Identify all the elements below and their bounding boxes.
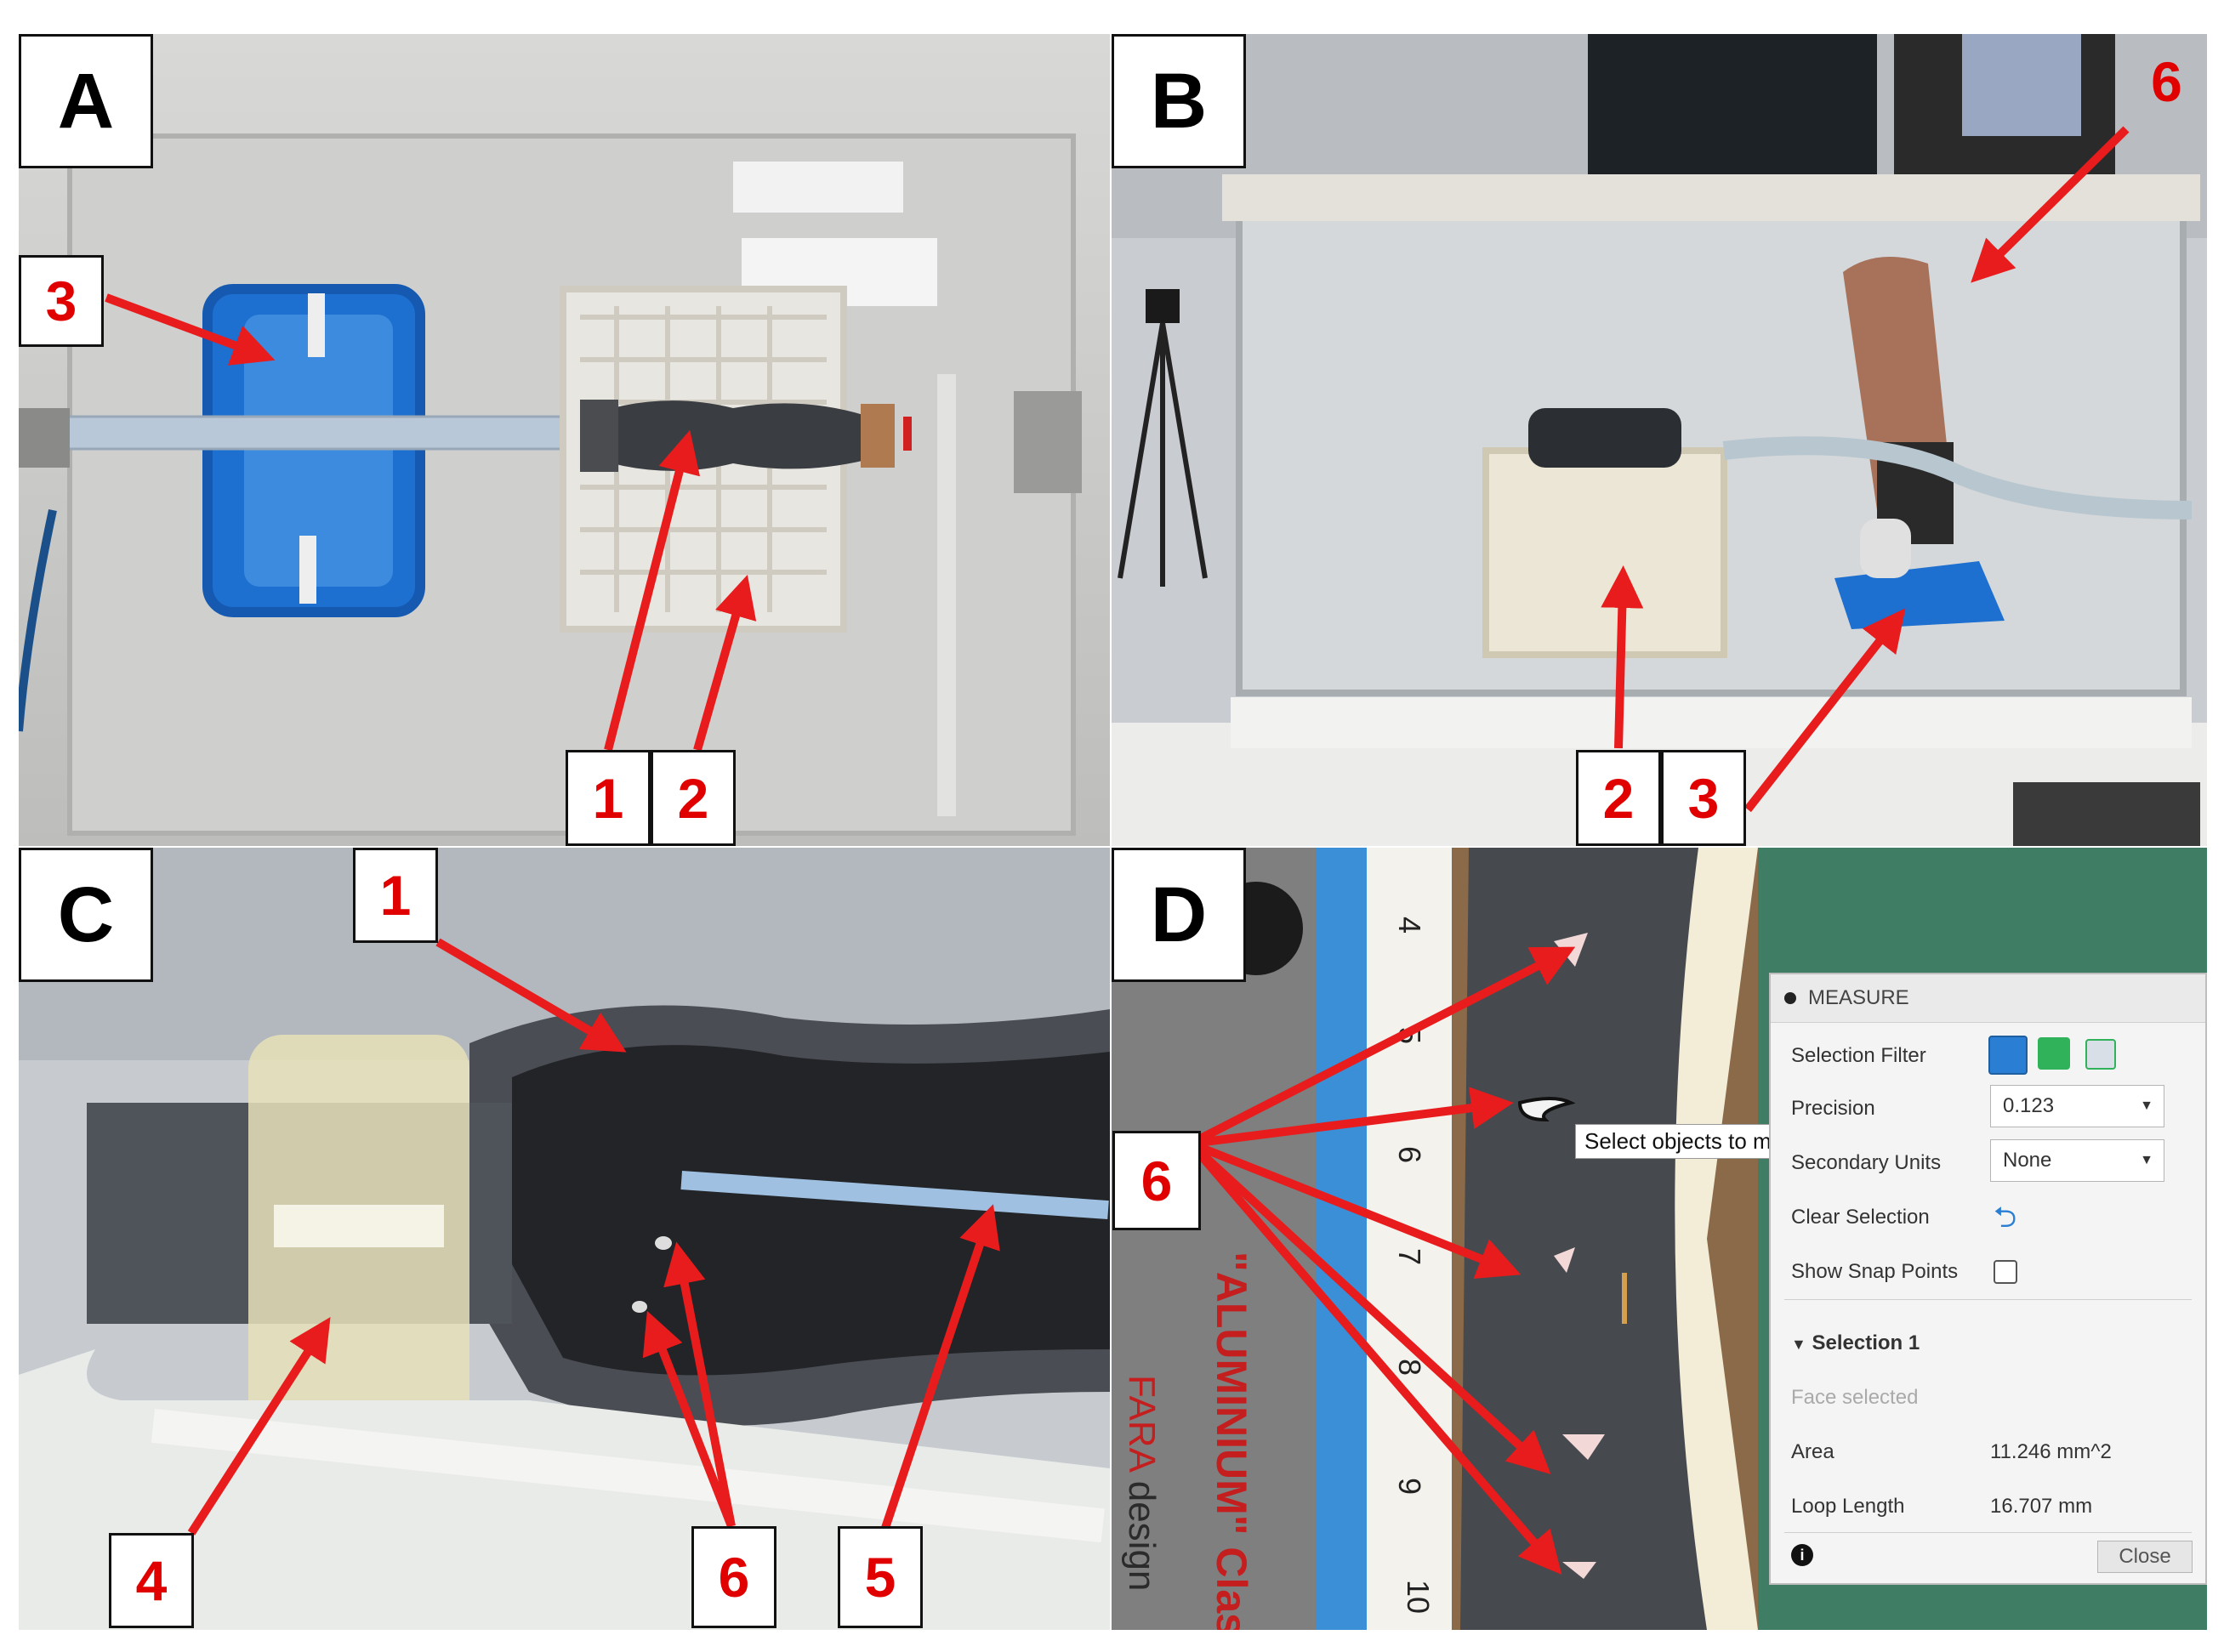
ruler-number: 5 (1392, 1026, 1428, 1045)
panel-label-d: D (1112, 848, 1246, 982)
chevron-down-icon: ▼ (2140, 1153, 2153, 1167)
ruler-brand-text: FARA design (1120, 1375, 1163, 1591)
ruler-number: 4 (1392, 916, 1428, 934)
label-2: 2 (1576, 750, 1661, 846)
chevron-down-icon: ▼ (2140, 1098, 2153, 1113)
ruler-brand: FARA (1121, 1375, 1163, 1471)
label-1: 1 (566, 750, 651, 846)
selection-heading: Selection 1 (1812, 1331, 1920, 1354)
ruler-number: 9 (1392, 1477, 1428, 1496)
label-2: 2 (651, 750, 736, 846)
undo-icon[interactable]: ⮌ (1994, 1201, 2017, 1234)
label-3: 3 (19, 255, 104, 347)
ruler-number: 6 (1392, 1145, 1428, 1164)
panel-b-photo (1112, 34, 2207, 846)
precision-label: Precision (1791, 1097, 1875, 1120)
label-5: 5 (838, 1526, 923, 1628)
secondary-units-select[interactable]: None ▼ (1990, 1139, 2164, 1182)
label-1: 1 (353, 848, 438, 943)
divider (1784, 1532, 2192, 1533)
snap-points-checkbox[interactable] (1994, 1260, 2017, 1284)
label-6: 6 (691, 1526, 776, 1628)
selection-section-header[interactable]: ▼ Selection 1 (1791, 1331, 1920, 1355)
panel-a-photo (19, 34, 1110, 846)
info-icon[interactable]: i (1791, 1544, 1813, 1566)
close-button[interactable]: Close (2097, 1541, 2193, 1573)
measure-dialog-title: MEASURE (1808, 986, 1909, 1009)
precision-value: 0.123 (2003, 1094, 2055, 1117)
edge-filter-icon[interactable] (2085, 1039, 2116, 1070)
label-6: 6 (1112, 1131, 1201, 1230)
loop-length-label: Loop Length (1791, 1495, 1905, 1518)
face-selected-text: Face selected (1791, 1386, 1919, 1409)
panel-c-photo (19, 848, 1110, 1630)
secondary-units-label: Secondary Units (1791, 1151, 1942, 1174)
label-3: 3 (1661, 750, 1746, 846)
ruler-number: 7 (1392, 1247, 1428, 1266)
loop-length-value: 16.707 mm (1990, 1495, 2093, 1518)
measure-dialog: MEASURE Selection Filter Precision 0.123… (1769, 973, 2207, 1585)
ruler-number: 8 (1392, 1358, 1428, 1377)
ruler-number: 10 (1401, 1579, 1436, 1615)
precision-select[interactable]: 0.123 ▼ (1990, 1085, 2164, 1127)
selection-filter-label: Selection Filter (1791, 1044, 1926, 1067)
ruler-word: design (1121, 1480, 1163, 1592)
panel-label-a: A (19, 34, 153, 168)
clear-selection-label: Clear Selection (1791, 1206, 1930, 1229)
show-snap-points-label: Show Snap Points (1791, 1260, 1959, 1283)
panel-label-b: B (1112, 34, 1246, 168)
label-4: 4 (109, 1533, 194, 1628)
ruler-product-text: "ALUMINIUM" Clas (1208, 1252, 1255, 1630)
label-6: 6 (2151, 50, 2182, 113)
ruler-numbers: 4 5 6 7 8 9 10 (1392, 882, 1436, 1630)
panel-label-c: C (19, 848, 153, 982)
body-filter-icon[interactable] (1988, 1036, 2028, 1075)
area-label: Area (1791, 1440, 1834, 1463)
triangle-down-icon: ▼ (1791, 1336, 1806, 1353)
secondary-units-value: None (2003, 1149, 2052, 1172)
dialog-collapse-icon[interactable] (1784, 992, 1796, 1004)
area-value: 11.246 mm^2 (1990, 1440, 2112, 1463)
divider (1784, 1299, 2192, 1300)
measure-dialog-header: MEASURE (1771, 974, 2205, 1023)
face-filter-icon[interactable] (2038, 1037, 2070, 1070)
